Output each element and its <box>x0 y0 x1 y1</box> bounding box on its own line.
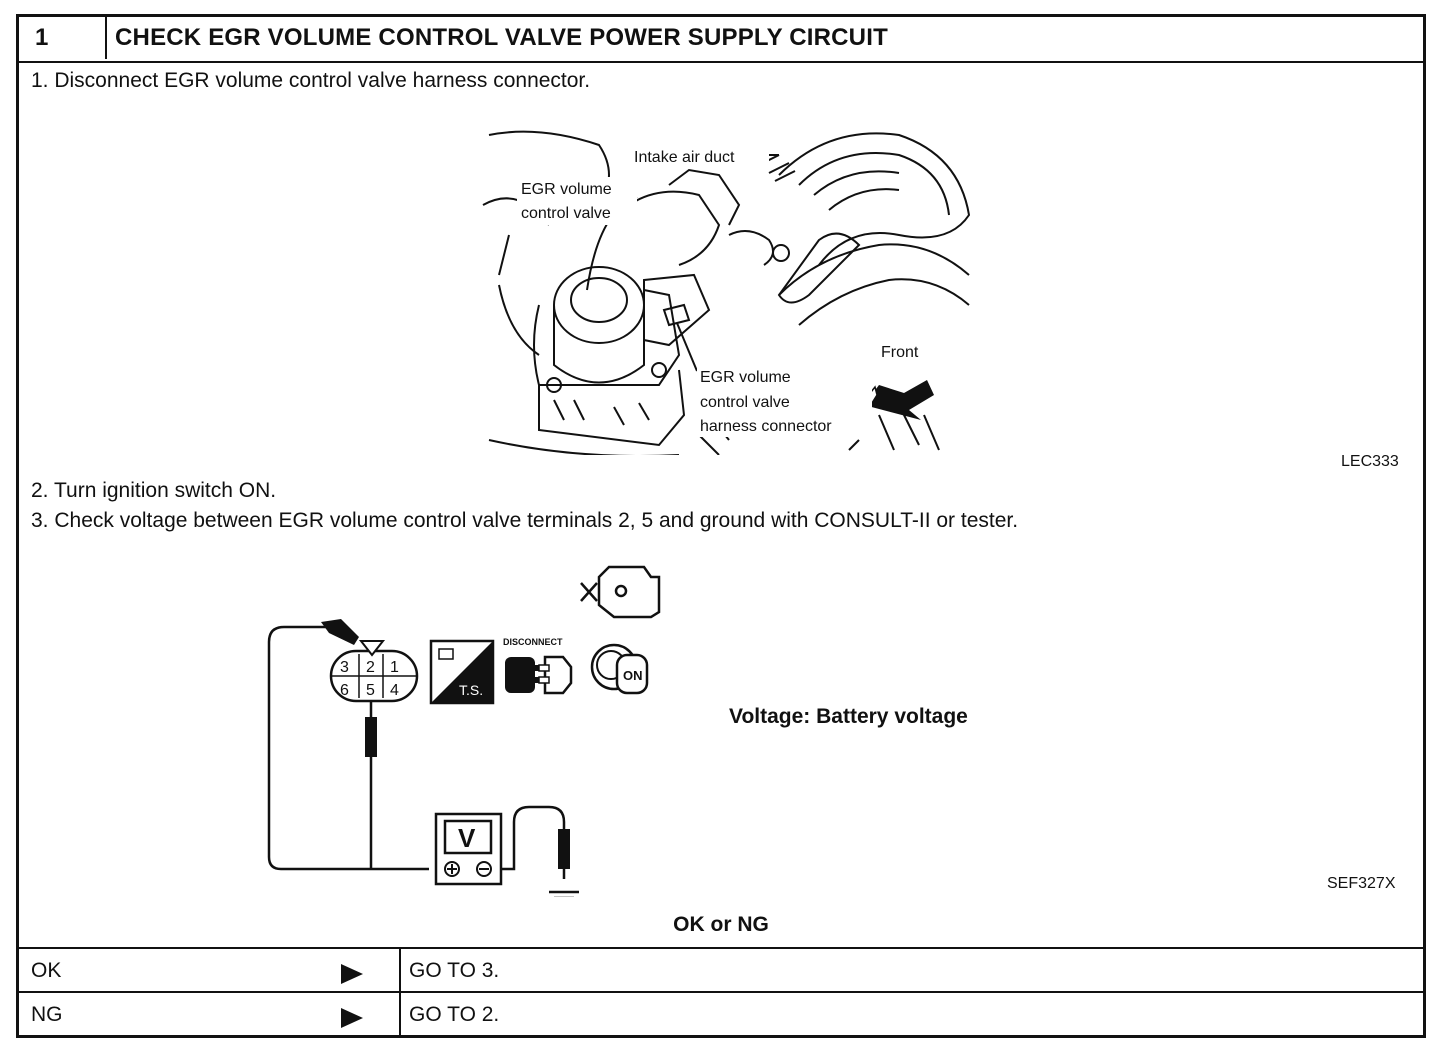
step-number: 1 <box>19 17 107 59</box>
label-front: Front <box>881 344 919 361</box>
tool-ts-icon: T.S. <box>429 639 495 705</box>
result-action-ok[interactable]: GO TO 3. <box>409 959 500 982</box>
disconnect-label: DISCONNECT <box>503 637 563 647</box>
result-title: OK or NG <box>673 913 769 936</box>
result-row-ok: OK GO TO 3. <box>19 947 1423 993</box>
result-row-ng: NG GO TO 2. <box>19 991 1423 1037</box>
label-egr-valve-line1: EGR volume <box>521 181 612 198</box>
procedure-box: 1 CHECK EGR VOLUME CONTROL VALVE POWER S… <box>16 14 1426 1038</box>
label-connector-line3: harness connector <box>700 418 832 435</box>
engine-icon <box>580 565 661 619</box>
ignition-key-on-icon: ON <box>590 643 649 695</box>
on-label: ON <box>623 668 643 683</box>
terminal-3: 3 <box>340 659 349 676</box>
ts-label: T.S. <box>459 682 483 698</box>
meter-label: V <box>458 823 476 853</box>
instruction-step-2: 2. Turn ignition switch ON. <box>31 479 277 502</box>
instruction-step-1: 1. Disconnect EGR volume control valve h… <box>31 69 591 92</box>
label-connector-line1: EGR volume <box>700 369 791 386</box>
label-connector-line2: control valve <box>700 394 790 411</box>
egr-valve-connector: 3 2 1 6 5 4 <box>329 640 419 703</box>
label-intake-air-duct: Intake air duct <box>634 149 735 166</box>
result-action-ng[interactable]: GO TO 2. <box>409 1003 500 1026</box>
instruction-step-3: 3. Check voltage between EGR volume cont… <box>31 509 1019 532</box>
terminal-6: 6 <box>340 682 349 699</box>
figure-code-sef327x: SEF327X <box>1327 875 1396 892</box>
result-key-ng: NG <box>31 1003 63 1026</box>
label-egr-valve-line2: control valve <box>521 205 611 222</box>
disconnect-connector-icon: DISCONNECT <box>503 637 573 695</box>
terminal-2: 2 <box>366 659 375 676</box>
arrow-right-icon <box>341 1008 363 1028</box>
terminal-1: 1 <box>390 659 399 676</box>
terminal-5: 5 <box>366 682 375 699</box>
result-key-ok: OK <box>31 959 62 982</box>
egr-valve-location-figure: Intake air duct EGR volume control valve… <box>482 130 971 455</box>
triangle-pointer-icon <box>358 640 386 657</box>
terminal-4: 4 <box>390 682 399 699</box>
voltage-spec: Voltage: Battery voltage <box>729 705 968 728</box>
procedure-header: 1 CHECK EGR VOLUME CONTROL VALVE POWER S… <box>19 17 1423 63</box>
figure-code-lec333: LEC333 <box>1341 453 1399 470</box>
page-title: CHECK EGR VOLUME CONTROL VALVE POWER SUP… <box>115 24 888 51</box>
arrow-right-icon <box>341 964 363 984</box>
voltage-check-figure: 3 2 1 6 5 4 T.S. DISCONNECT <box>267 565 661 897</box>
voltmeter-icon: V <box>434 812 503 886</box>
